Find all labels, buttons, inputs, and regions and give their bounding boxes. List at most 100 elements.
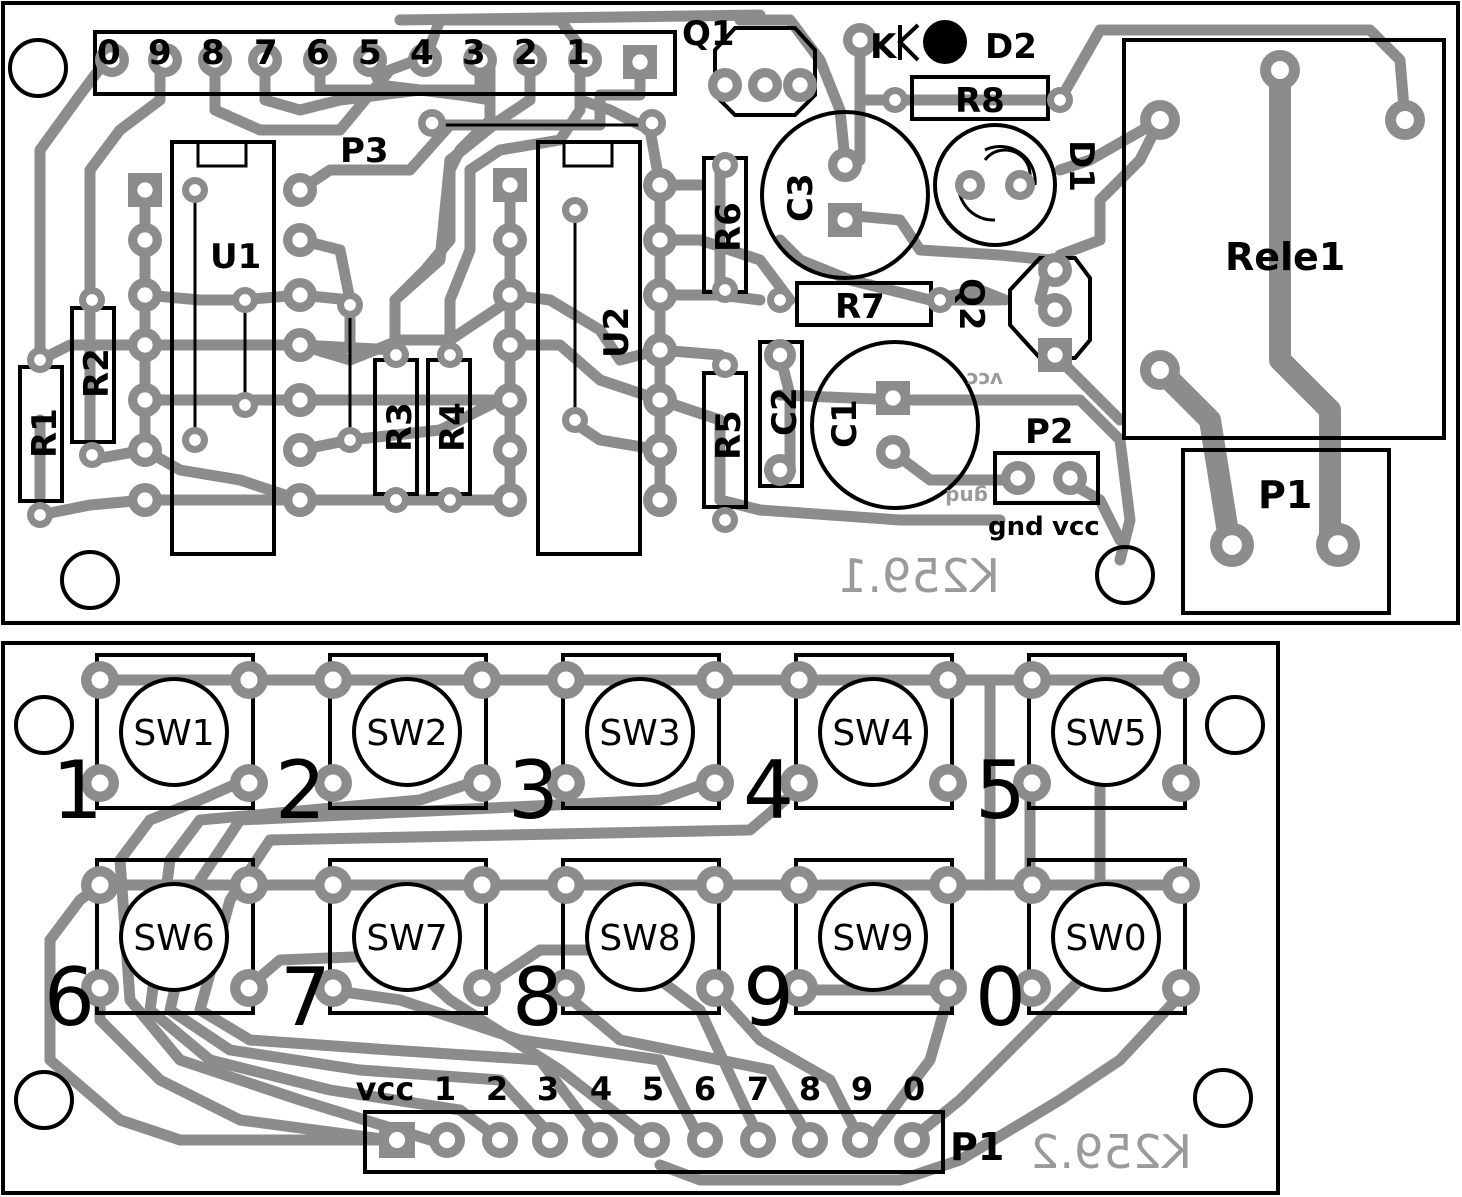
switch-outline-3[interactable] [794,653,954,810]
switch-pad-8-10-hole [790,979,808,997]
u2-pin-r5-hole [652,392,668,408]
p1-top-outline [1181,448,1391,615]
p3-pad-6-hole [417,52,433,68]
conn-label-3: 3 [537,1070,559,1108]
rele-pad-c-hole [1271,61,1289,79]
labels-bottom: SW1 SW2 SW3 SW4 SW5 SW6 SW7 SW8 SW9 SW0 … [44,713,1192,1179]
switch-pad-6-10-hole [324,979,342,997]
vcc-mirror-label: vcc [966,368,1003,392]
switch-pad-9-10-hole [1023,979,1041,997]
u1-pin-1-hole [137,182,153,198]
sw3-label[interactable]: SW3 [599,713,680,754]
switch-outline-9[interactable] [1027,858,1187,1015]
conn-label-1: 1 [434,1070,456,1108]
switch-cap-7[interactable] [585,882,695,992]
mount-hole-b3 [14,1070,74,1130]
switch-pad-8-11-hole [939,979,957,997]
switch-outline-7[interactable] [561,858,721,1015]
rele-pad-b-hole [1396,111,1414,129]
switch-outline-2[interactable] [561,653,721,810]
u2-pin-r1-hole [652,177,668,193]
switch-pad-0-10-hole [91,774,109,792]
p3-bridge-a-hole [425,116,439,130]
rele1-outline [1122,38,1446,440]
rele1-label: Rele1 [1225,235,1345,279]
c2-label: C2 [765,387,805,436]
sw0-label[interactable]: SW0 [1065,918,1146,959]
sw9-label[interactable]: SW9 [832,918,913,959]
d2-body [923,20,967,64]
c1-outline [810,340,980,510]
switch-outline-6[interactable] [328,858,488,1015]
p1-bottom-label: P1 [950,1125,1004,1169]
sw5-label[interactable]: SW5 [1065,713,1146,754]
digit-1: 1 [52,744,103,837]
p3-digit-7: 7 [254,33,278,73]
switch-pad-7-00-hole [557,876,575,894]
u2-pin-r2-hole [652,232,668,248]
p3-pad-4-hole [312,52,328,68]
switch-cap-5[interactable] [119,882,229,992]
res-pad-2-hole [34,354,46,366]
board-bottom-outline [1,641,1280,1195]
sw2-label[interactable]: SW2 [366,713,447,754]
c3-label: C3 [781,173,821,222]
q1-label: Q1 [682,14,735,54]
switch-cap-8[interactable] [818,882,928,992]
c1-pad-b-hole [885,444,901,460]
switch-pad-4-11-hole [1172,774,1190,792]
u2-pin-r6-hole [652,442,668,458]
q2-outline [1008,256,1092,360]
p1-bottom-pad-5-hole [643,1131,661,1149]
sw6-label[interactable]: SW6 [133,918,214,959]
switch-cap-9[interactable] [1051,882,1161,992]
p3-pad-3-hole [257,52,273,68]
sw1-label[interactable]: SW1 [133,713,214,754]
switch-pad-5-00-hole [91,876,109,894]
rele-pad-a-hole [1151,111,1169,129]
switch-cap-3[interactable] [818,677,928,787]
switch-outline-5[interactable] [95,858,255,1015]
d1-pad-b-hole [1013,178,1027,192]
switch-outline-0[interactable] [95,653,255,810]
u2-pin-r7-hole [652,492,668,508]
conn-label-4: 4 [590,1070,612,1108]
digit-4: 4 [743,744,794,837]
switch-cap-0[interactable] [119,677,229,787]
switch-cap-4[interactable] [1051,677,1161,787]
res-pad-13-hole [934,294,946,306]
sw4-label[interactable]: SW4 [832,713,913,754]
res-pad-0-hole [86,294,98,306]
mount-hole-bottom-left [60,550,120,610]
k-label: K [870,27,898,67]
p3-pad-7-hole [472,52,488,68]
switch-cap-1[interactable] [352,677,462,787]
u1-pin-r3-hole [292,287,308,303]
switch-pad-5-11-hole [240,979,258,997]
switch-cap-6[interactable] [352,882,462,992]
u1-label: U1 [210,237,261,277]
switch-pad-6-11-hole [473,979,491,997]
p3-connector-outline [93,30,677,96]
res-pad-11-hole [719,514,731,526]
switch-pad-2-11-hole [706,774,724,792]
switch-pad-0-01-hole [240,671,258,689]
u2-pin-l7-hole [502,492,518,508]
switches [95,653,1187,1015]
p1-bottom-outline [363,1110,945,1174]
switch-cap-2[interactable] [585,677,695,787]
p1-bottom-pad-1-hole [438,1131,456,1149]
sw7-label[interactable]: SW7 [366,918,447,959]
sw8-label[interactable]: SW8 [599,918,680,959]
switch-outline-4[interactable] [1027,653,1187,810]
q1-outline [713,26,817,117]
switch-outline-1[interactable] [328,653,488,810]
c3-pad-a-hole [837,157,853,173]
r7-label: R7 [835,287,885,327]
switch-pad-4-00-hole [1023,671,1041,689]
switch-outline-8[interactable] [794,858,954,1015]
board-bottom: SW1 SW2 SW3 SW4 SW5 SW6 SW7 SW8 SW9 SW0 … [1,641,1280,1195]
u1-pin-l2-hole [137,232,153,248]
res-pad-14-hole [889,94,901,106]
wire-jumper-a-hole [344,299,356,311]
